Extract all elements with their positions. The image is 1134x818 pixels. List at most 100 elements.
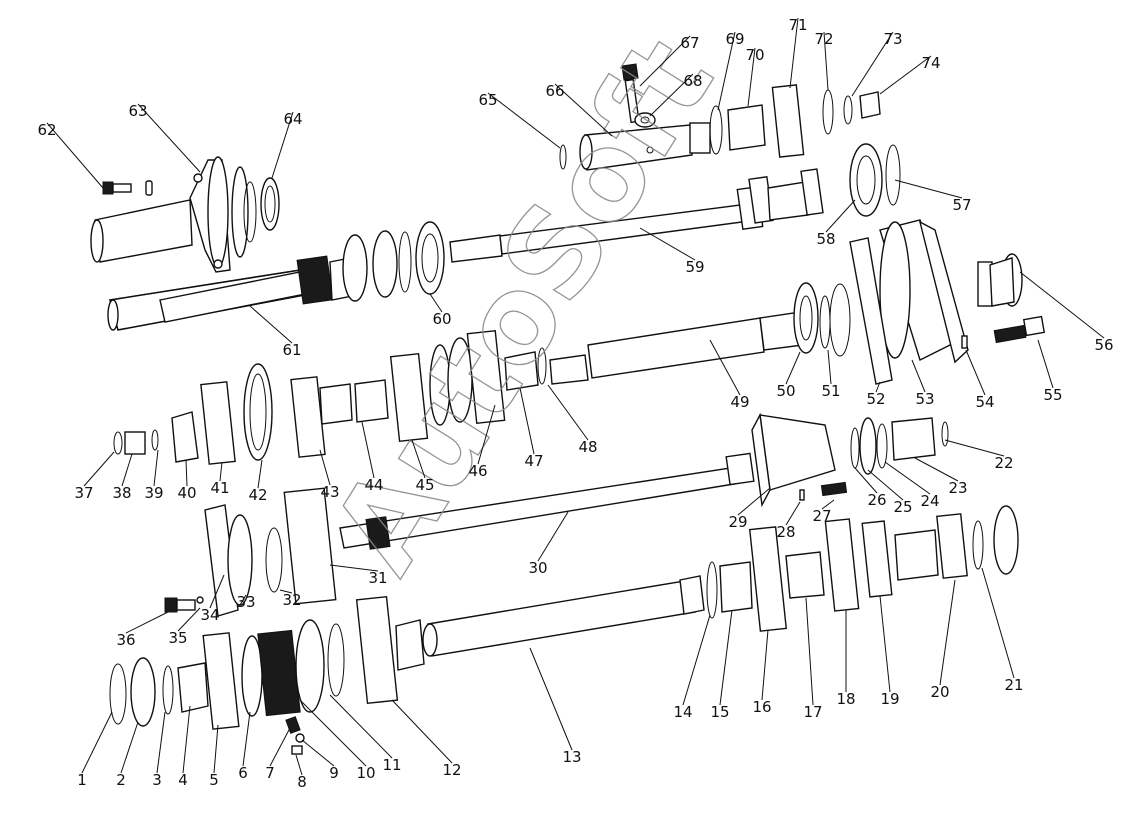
leader-line-66 xyxy=(554,83,613,137)
bearing-retainer-63 xyxy=(90,156,257,273)
leader-line-62 xyxy=(46,122,104,189)
leader-line-44 xyxy=(361,421,375,479)
callout-label-1: 1 xyxy=(77,771,87,789)
leader-line-53 xyxy=(911,359,926,393)
callout-label-17: 17 xyxy=(803,703,822,721)
leader-line-69 xyxy=(717,31,736,111)
leader-line-65 xyxy=(487,92,561,149)
leader-line-24 xyxy=(884,461,931,495)
callout-label-54: 54 xyxy=(975,393,994,411)
callout-label-60: 60 xyxy=(432,310,451,328)
callout-label-3: 3 xyxy=(152,771,162,789)
callout-label-47: 47 xyxy=(524,452,543,470)
bracket-29 xyxy=(751,412,836,508)
leader-line-70 xyxy=(747,47,756,107)
leader-line-50 xyxy=(785,351,801,385)
leader-line-28 xyxy=(785,501,801,526)
leader-line-30 xyxy=(537,511,569,562)
callout-label-66: 66 xyxy=(545,82,564,100)
callout-label-67: 67 xyxy=(680,34,699,52)
leader-line-20 xyxy=(939,579,956,686)
callout-label-43: 43 xyxy=(320,483,339,501)
seal-64 xyxy=(260,177,280,231)
callout-label-58: 58 xyxy=(816,230,835,248)
callout-label-37: 37 xyxy=(74,484,93,502)
callout-label-4: 4 xyxy=(178,771,188,789)
leader-line-9 xyxy=(301,739,335,767)
leader-line-55 xyxy=(1037,339,1054,389)
callout-label-13: 13 xyxy=(562,748,581,766)
gears-44-48 xyxy=(319,330,547,442)
output-flange-56 xyxy=(977,253,1023,307)
callout-label-19: 19 xyxy=(880,690,899,708)
leader-line-57 xyxy=(894,179,963,199)
parts-22-28 xyxy=(799,417,949,501)
callout-label-44: 44 xyxy=(364,476,383,494)
callout-label-33: 33 xyxy=(236,593,255,611)
leader-line-8 xyxy=(295,754,303,776)
leader-line-12 xyxy=(391,699,453,764)
leader-line-64 xyxy=(271,111,294,179)
rear-housing-53 xyxy=(829,219,969,385)
leader-line-34 xyxy=(209,574,225,609)
leader-line-19 xyxy=(879,595,891,693)
callout-label-16: 16 xyxy=(752,698,771,716)
leader-line-56 xyxy=(1019,271,1105,339)
callout-label-20: 20 xyxy=(930,683,949,701)
callout-label-62: 62 xyxy=(37,121,56,139)
leader-line-29 xyxy=(737,487,771,516)
leader-line-33 xyxy=(239,594,247,606)
callout-label-56: 56 xyxy=(1094,336,1113,354)
leader-line-61 xyxy=(249,305,293,344)
callout-label-70: 70 xyxy=(745,46,764,64)
leader-line-25 xyxy=(867,469,904,501)
callout-label-71: 71 xyxy=(788,16,807,34)
bolt-62 xyxy=(102,180,153,196)
callout-label-28: 28 xyxy=(776,523,795,541)
callout-label-63: 63 xyxy=(128,102,147,120)
callout-label-7: 7 xyxy=(265,764,275,782)
leader-line-48 xyxy=(547,384,589,441)
callout-label-24: 24 xyxy=(920,492,939,510)
leader-line-5 xyxy=(213,724,219,774)
callout-label-10: 10 xyxy=(356,764,375,782)
leader-line-31 xyxy=(329,564,379,572)
callout-label-8: 8 xyxy=(297,773,307,791)
callout-label-51: 51 xyxy=(821,382,840,400)
leader-line-1 xyxy=(81,711,113,774)
leader-line-54 xyxy=(965,349,986,396)
parts-37-43 xyxy=(113,363,326,465)
leader-line-71 xyxy=(789,17,799,89)
leader-lines xyxy=(46,17,1105,776)
callout-label-57: 57 xyxy=(952,196,971,214)
input-shaft-61 xyxy=(107,255,353,331)
callout-label-31: 31 xyxy=(368,569,387,587)
callout-label-25: 25 xyxy=(893,498,912,516)
callout-label-11: 11 xyxy=(382,756,401,774)
leader-line-72 xyxy=(823,31,829,91)
output-shaft-49 xyxy=(549,311,804,385)
gear-cluster-69-74 xyxy=(709,84,881,158)
callout-label-40: 40 xyxy=(177,484,196,502)
leader-line-27 xyxy=(821,499,835,510)
leader-line-21 xyxy=(981,567,1015,679)
leader-line-45 xyxy=(411,439,426,479)
leader-line-51 xyxy=(827,349,832,385)
leader-line-23 xyxy=(914,457,959,482)
snap-ring-57 xyxy=(885,144,901,206)
callout-label-32: 32 xyxy=(282,591,301,609)
callout-label-73: 73 xyxy=(883,30,902,48)
leader-line-58 xyxy=(825,199,856,233)
leader-line-14 xyxy=(682,614,711,706)
callout-label-12: 12 xyxy=(442,761,461,779)
callout-label-41: 41 xyxy=(210,479,229,497)
bearing-50 xyxy=(793,282,819,354)
leader-line-47 xyxy=(519,387,535,455)
main-shaft-13 xyxy=(422,575,705,657)
leader-line-49 xyxy=(709,339,741,396)
leader-line-13 xyxy=(529,647,573,751)
pin-54 xyxy=(961,335,968,349)
bolt-55 xyxy=(993,315,1046,344)
